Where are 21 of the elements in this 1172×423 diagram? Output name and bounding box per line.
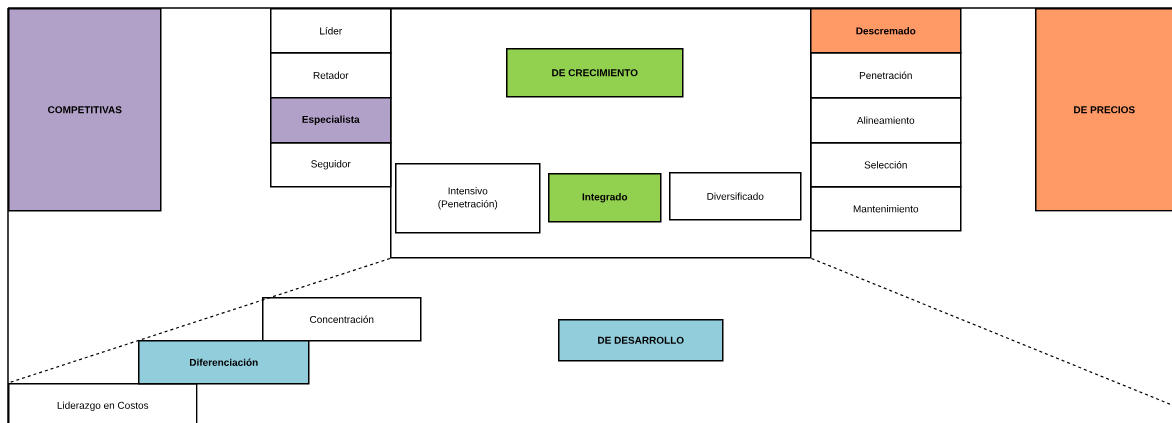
option-box: Concentración [262, 297, 422, 342]
option-box: Penetración [810, 52, 962, 99]
dashed-line [7, 257, 391, 384]
option-box: Selección [810, 142, 962, 188]
option-box: Integrado [548, 173, 662, 223]
option-box: Descremado [810, 8, 962, 54]
option-box: Mantenimiento [810, 186, 962, 232]
category-box: DE CRECIMIENTO [506, 48, 684, 98]
category-box: DE DESARROLLO [558, 319, 724, 362]
option-box: Especialista [270, 97, 392, 144]
option-box: Diferenciación [138, 340, 310, 385]
option-box: Líder [270, 8, 392, 54]
option-box: Liderazgo en Costos [8, 383, 198, 423]
frame-box [390, 8, 812, 259]
dashed-line [810, 257, 1172, 406]
category-box: DE PRECIOS [1035, 8, 1172, 212]
option-box: Seguidor [270, 142, 392, 188]
option-box: Diversificado [669, 172, 802, 221]
category-box: COMPETITIVAS [8, 8, 162, 212]
option-box: Alineamiento [810, 97, 962, 144]
option-box: Intensivo (Penetración) [395, 163, 541, 234]
